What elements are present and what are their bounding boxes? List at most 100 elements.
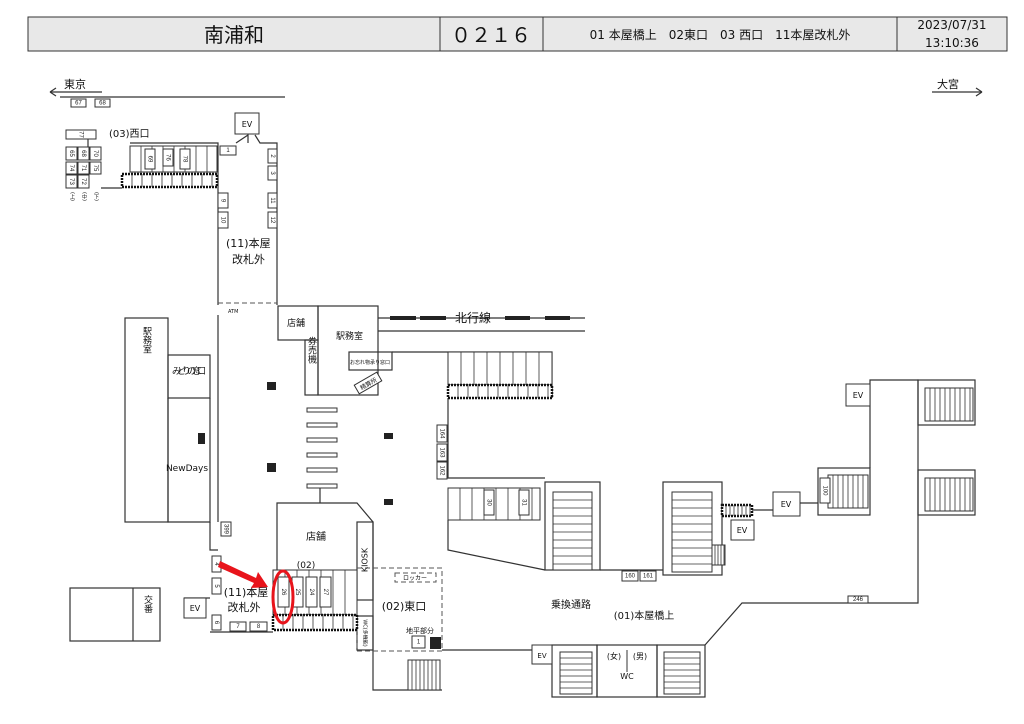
- tactile-block-icon: [384, 433, 393, 439]
- station-name: 南浦和: [204, 23, 264, 47]
- elevators: EV EV EV EV EV EV: [183, 112, 871, 665]
- facility-number-box: 5: [211, 577, 222, 595]
- elevator-icon: EV: [730, 519, 755, 541]
- facility-number-box: 162: [436, 461, 448, 480]
- gate-outside-label: (11)本屋: [226, 236, 271, 250]
- facility-number-box: 71: [77, 161, 90, 175]
- facility-number: 73: [68, 178, 74, 185]
- highlight-circle: [271, 569, 295, 625]
- facility-number-box: 3: [267, 165, 278, 181]
- elevator-icon: EV: [772, 491, 801, 517]
- east-exit-label: (02)東口: [382, 600, 427, 613]
- facility-number-box: 1: [411, 635, 426, 649]
- facility-number-box: 6: [211, 614, 222, 631]
- shop-label: 店舗: [306, 530, 326, 543]
- facility-number: 10: [219, 217, 225, 224]
- facility-number-box: 67: [70, 98, 87, 108]
- facility-number: 9: [219, 199, 225, 203]
- position-label: (上): [69, 192, 75, 201]
- newdays-label: NewDays: [166, 464, 208, 474]
- station-code: ０２１６: [451, 23, 531, 47]
- facility-number: 74: [68, 165, 74, 172]
- stairs-icon: [559, 651, 593, 695]
- facility-number: 164: [438, 428, 444, 439]
- facility-number: 8: [257, 624, 261, 630]
- elevator-icon: EV: [531, 644, 553, 665]
- facility-number: 163: [438, 447, 444, 458]
- facility-number-box: 8: [249, 621, 268, 632]
- position-label: (中): [81, 192, 87, 201]
- guide-stripe: [306, 407, 338, 413]
- facility-number-box: 65: [65, 146, 78, 161]
- facility-number-box: 246: [847, 595, 869, 604]
- gate-outside-label: 改札外: [228, 600, 261, 614]
- facility-number-box: 10: [217, 211, 229, 229]
- facility-number-box: 164: [436, 424, 448, 443]
- facility-number: 68: [99, 101, 106, 107]
- transfer-passage-label: 乗換通路: [551, 598, 591, 611]
- facility-number-box: 27: [319, 576, 332, 608]
- facility-number: 77: [77, 131, 83, 138]
- tactile-block-icon: [384, 499, 393, 505]
- stairs-icon: [924, 387, 974, 422]
- northbound-line-label: 北行線: [455, 310, 491, 325]
- facility-number-box: 31: [518, 489, 530, 516]
- station-office-label: 駅務室: [141, 326, 152, 353]
- direction-right: 大宮: [932, 77, 983, 97]
- facility-number: 4: [213, 562, 219, 566]
- facility-number: 24: [308, 589, 314, 596]
- facility-number-box: 11: [267, 192, 278, 209]
- facility-number-box: 24: [305, 576, 318, 608]
- track-segment: [420, 316, 446, 320]
- stairs-icon: [711, 544, 726, 566]
- gate-outside-label: (11)本屋: [224, 585, 269, 599]
- escalator-icon: [120, 172, 219, 189]
- facility-number-box: 160: [621, 570, 639, 582]
- east-exit-ground-area: [356, 567, 443, 652]
- escalator-icon: [720, 503, 754, 518]
- svg-text:EV: EV: [242, 120, 253, 129]
- direction-omiya: 大宮: [937, 77, 959, 91]
- facility-number-box: 73: [65, 174, 78, 189]
- exits-summary: 01 本屋橋上 02東口 03 西口 11本屋改札外: [590, 28, 851, 42]
- arrow-right-icon: [932, 87, 983, 97]
- wc-female-label: (女): [607, 651, 621, 661]
- facility-number: 70: [92, 150, 98, 157]
- facility-number: 1: [417, 640, 421, 646]
- direction-tokyo: 東京: [64, 77, 86, 91]
- svg-text:EV: EV: [781, 500, 792, 509]
- svg-text:EV: EV: [190, 604, 201, 613]
- kiosk-label: KIOSK: [361, 547, 370, 572]
- wc-male-label: (男): [633, 652, 647, 661]
- map-labels: (03)西口 (11)本屋 改札外 ATM 店舗 駅務室 券売機 お忘れ物承り窓…: [69, 129, 674, 681]
- facility-number: 160: [625, 574, 636, 580]
- tactile-block-icon: [198, 433, 205, 444]
- facility-number: 26: [280, 589, 286, 596]
- header-bar: 南浦和 ０２１６ 01 本屋橋上 02東口 03 西口 11本屋改札外 2023…: [27, 16, 1008, 52]
- facility-number: 71: [80, 165, 86, 172]
- elevator-icon: EV: [845, 383, 871, 407]
- ticket-machines-label: 券売機: [306, 335, 317, 364]
- facility-number-box: 68: [77, 146, 90, 161]
- direction-left: 東京: [49, 77, 102, 97]
- facility-number: 75: [92, 165, 98, 172]
- facility-number-box: 68: [94, 98, 111, 108]
- elevator-icon: EV: [234, 112, 260, 135]
- facility-number: 27: [322, 589, 328, 596]
- track-segment: [390, 316, 416, 320]
- ground-level-label: 地平部分: [406, 626, 434, 635]
- guide-stripe: [306, 483, 338, 489]
- facility-number-box: 12: [267, 211, 278, 229]
- facility-number-box: 100: [819, 477, 831, 504]
- facility-number: 30: [485, 499, 491, 506]
- time: 13:10:36: [925, 36, 979, 50]
- escalator-icon: [446, 383, 554, 400]
- tactile-block-icon: [430, 637, 441, 649]
- facility-number-box: 76: [162, 148, 174, 167]
- facility-number: 76: [164, 154, 170, 161]
- main-bridge-label: (01)本屋橋上: [614, 609, 675, 622]
- facility-number: 25: [294, 589, 300, 596]
- guide-stripe: [306, 467, 338, 473]
- facility-number: 2: [269, 154, 275, 158]
